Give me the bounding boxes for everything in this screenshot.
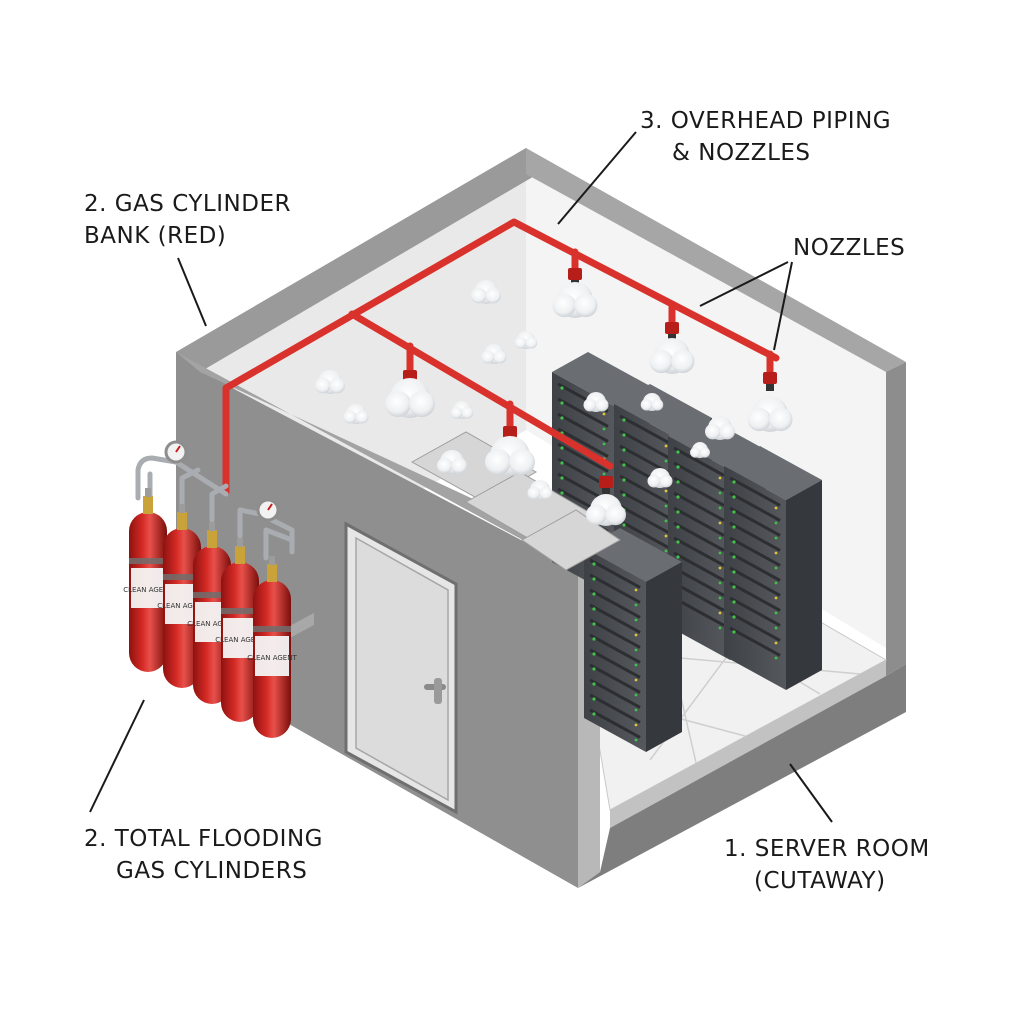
cylinder-tag-text: CLEAN AGENT	[215, 636, 265, 644]
wall-top-rim-right	[526, 148, 906, 372]
gas-puff	[690, 442, 710, 458]
label-line: (CUTAWAY)	[754, 868, 886, 894]
leader-piping	[557, 131, 637, 225]
gas-puff	[747, 396, 793, 432]
cylinder-tag-text: CLEAN AGENT	[123, 586, 173, 594]
server-rack	[584, 528, 682, 752]
gas-puff	[343, 404, 369, 424]
gas-puff	[586, 494, 626, 526]
gas-puff	[514, 331, 538, 349]
gas-puff	[485, 436, 535, 476]
leader-gas-bank	[177, 257, 207, 327]
gas-puff	[450, 401, 474, 419]
nozzle-icon	[763, 372, 777, 391]
label-line: GAS CYLINDERS	[116, 858, 308, 884]
right-wall-edge	[886, 362, 906, 676]
gas-puff	[315, 370, 346, 394]
leader-lines	[89, 131, 833, 823]
base-slab	[578, 664, 906, 888]
pressure-gauge-icon	[256, 498, 280, 522]
label-total-flooding-cylinders: 2. TOTAL FLOODING GAS CYLINDERS	[84, 823, 323, 887]
main-riser-pipe	[222, 218, 780, 496]
overhead-piping	[222, 218, 780, 496]
gas-puff	[481, 344, 507, 364]
manifold-piping	[135, 455, 295, 561]
gas-puff	[385, 378, 435, 418]
leader-flooding	[89, 699, 145, 813]
cylinder-tag-text: CLEAN AGENT	[187, 620, 237, 628]
leader-nozzles-a	[699, 261, 789, 307]
nozzle-icon	[599, 476, 613, 495]
gas-discharge-clouds	[315, 280, 793, 526]
cylinders: CLEAN AGENT CLEAN AGENT CLEAN AGENT CLEAN A…	[123, 488, 297, 738]
label-server-room: 1. SERVER ROOM (CUTAWAY)	[724, 833, 930, 897]
nozzle-icon	[665, 322, 679, 341]
floor-edge	[610, 660, 886, 828]
label-gas-cylinder-bank: 2. GAS CYLINDER BANK (RED)	[84, 188, 291, 252]
leader-nozzles-b	[773, 261, 793, 351]
gas-puff	[583, 392, 609, 412]
gas-puff	[471, 280, 502, 304]
label-line: 2. TOTAL FLOODING	[84, 826, 323, 852]
label-overhead-piping: 3. OVERHEAD PIPING & NOZZLES	[640, 105, 891, 169]
cylinder-mounting-rail	[284, 613, 314, 641]
pressure-gauge-icon	[164, 440, 188, 464]
gas-cylinder-bank: CLEAN AGENT CLEAN AGENT CLEAN AGENT CLEAN A…	[123, 440, 314, 738]
gas-puff	[437, 450, 468, 474]
gas-cylinder: CLEAN AGENT	[247, 556, 297, 738]
room-door	[344, 521, 458, 815]
wall-top-rim-left	[176, 148, 548, 372]
label-line: BANK (RED)	[84, 223, 227, 249]
gas-cylinder: CLEAN AGENT	[123, 488, 173, 672]
gas-puff	[552, 282, 598, 318]
label-line: NOZZLES	[793, 235, 906, 261]
door-panel	[355, 536, 449, 802]
gas-puff	[705, 416, 735, 440]
label-line: 1. SERVER ROOM	[724, 836, 930, 862]
label-nozzles: NOZZLES	[793, 232, 905, 264]
label-line: & NOZZLES	[672, 140, 811, 166]
door-lock-plate	[434, 678, 442, 704]
label-line: 2. GAS CYLINDER	[84, 191, 291, 217]
server-rack	[724, 446, 822, 690]
gas-puff	[527, 480, 553, 500]
cylinder-tag-text: CLEAN AGENT	[157, 602, 207, 610]
gas-cylinder: CLEAN AGENT	[215, 538, 265, 722]
branch-pipe	[348, 310, 614, 470]
leader-server-room	[789, 763, 833, 823]
cylinder-tag-text: CLEAN AGENT	[247, 654, 297, 662]
gas-puff	[647, 468, 673, 488]
server-room	[176, 148, 906, 888]
gas-puff	[640, 393, 664, 411]
server-racks	[552, 352, 822, 752]
label-line: 3. OVERHEAD PIPING	[640, 108, 892, 134]
gas-puff	[649, 338, 695, 374]
